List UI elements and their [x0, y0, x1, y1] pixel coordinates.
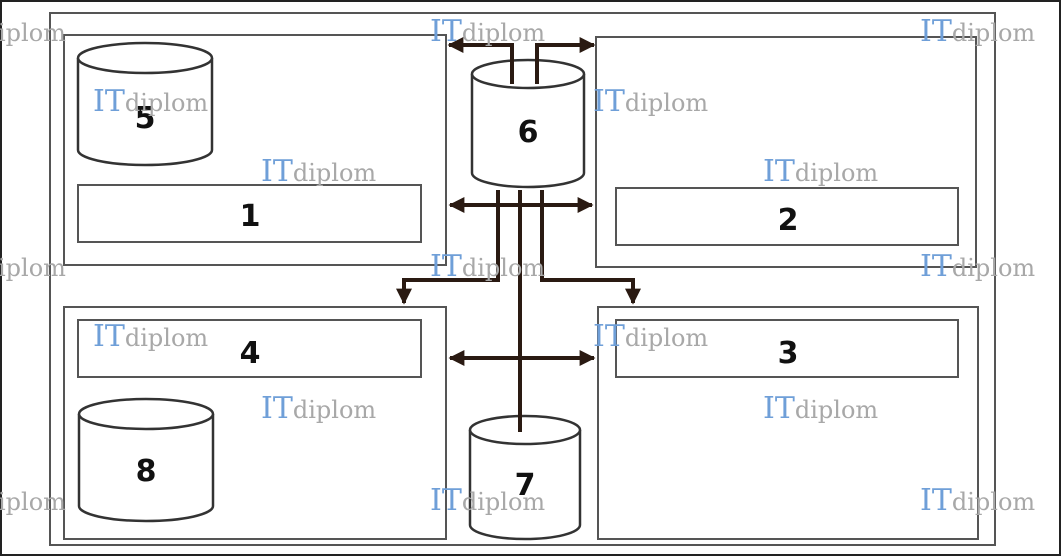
watermark: ITdiplom — [920, 14, 1035, 49]
block-4-label: 4 — [240, 336, 261, 371]
watermark: iplom — [0, 19, 66, 47]
watermark: ITdiplom — [593, 84, 708, 119]
system-frame — [49, 12, 996, 546]
watermark: ITdiplom — [593, 319, 708, 354]
quadrant-top-left — [63, 34, 447, 266]
watermark: ITdiplom — [763, 154, 878, 189]
block-1 — [77, 184, 422, 243]
watermark: iplom — [0, 254, 66, 282]
watermark: iplom — [0, 488, 66, 516]
block-2-label: 2 — [778, 203, 799, 238]
block-2 — [615, 187, 959, 246]
database-6-label: 6 — [518, 115, 539, 150]
watermark: ITdiplom — [763, 391, 878, 426]
watermark: ITdiplom — [430, 249, 545, 284]
database-7-label: 7 — [515, 468, 536, 503]
quadrant-bottom-right — [597, 306, 979, 540]
quadrant-top-right — [595, 36, 977, 268]
arrow-db6-to-right — [535, 37, 596, 84]
watermark: ITdiplom — [920, 483, 1035, 518]
block-3 — [615, 319, 959, 378]
block-4 — [77, 319, 422, 378]
watermark: ITdiplom — [261, 154, 376, 189]
quadrant-bottom-left — [63, 306, 447, 540]
connectors — [396, 37, 641, 432]
database-5-label: 5 — [135, 101, 156, 136]
watermark: ITdiplom — [430, 483, 545, 518]
arrow-db6-to-block4 — [396, 190, 500, 305]
block-1-label: 1 — [240, 199, 261, 234]
watermark: ITdiplom — [920, 249, 1035, 284]
arrow-db6-to-block3 — [540, 190, 641, 305]
watermark: ITdiplom — [93, 319, 208, 354]
block-3-label: 3 — [778, 336, 799, 371]
database-5 — [76, 41, 214, 167]
database-6 — [470, 58, 586, 189]
watermarks: iplom ITdiplom ITdiplom ITdiplom ITdiplo… — [0, 14, 1035, 518]
watermark: ITdiplom — [261, 391, 376, 426]
database-8 — [77, 397, 215, 523]
database-7 — [468, 414, 582, 541]
watermark: ITdiplom — [430, 14, 545, 49]
database-8-label: 8 — [136, 454, 157, 489]
watermark: ITdiplom — [93, 84, 208, 119]
arrow-db6-to-left — [447, 37, 514, 84]
